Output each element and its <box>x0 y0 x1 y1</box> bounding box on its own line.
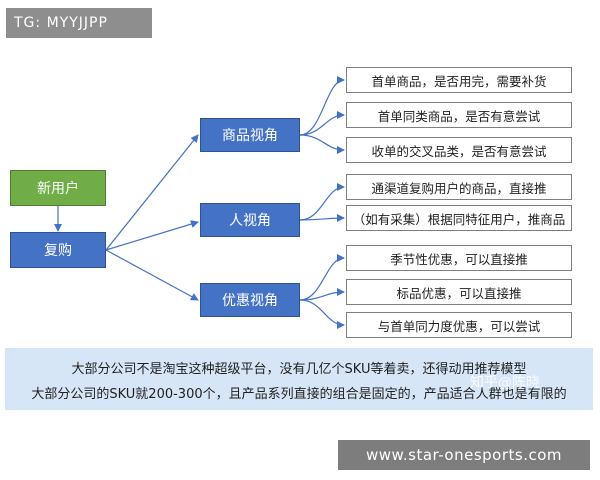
curve-person-1 <box>299 183 345 221</box>
node-product-view: 商品视角 <box>200 118 300 152</box>
curve-discount-2 <box>299 288 345 301</box>
summary-banner: 大部分公司不是淘宝这种超级平台，没有几亿个SKU等着卖，还得动用推荐模型 大部分… <box>5 348 593 410</box>
curve-product-1 <box>299 76 345 136</box>
node-discount-view: 优惠视角 <box>200 283 300 317</box>
curve-person-2 <box>299 214 345 223</box>
leaf-product-3: 收单的交叉品类，是否有意尝试 <box>346 137 572 163</box>
leaf-person-1: 通渠道复购用户的商品，直接推 <box>346 174 572 200</box>
leaf-product-2: 首单同类商品，是否有意尝试 <box>346 102 572 128</box>
banner-line-1: 大部分公司不是淘宝这种超级平台，没有几亿个SKU等着卖，还得动用推荐模型 <box>71 362 527 377</box>
node-person-view: 人视角 <box>200 203 300 237</box>
leaf-discount-2: 标品优惠，可以直接推 <box>346 279 572 305</box>
tg-label: TG: MYYJJPP <box>6 8 152 38</box>
leaf-product-1: 首单商品，是否用完，需要补货 <box>346 67 572 93</box>
site-url-label: www.star-onesports.com <box>338 440 590 470</box>
leaf-person-2: （如有采集）根据同特征用户，推商品 <box>346 205 572 231</box>
node-new-user: 新用户 <box>10 170 106 206</box>
curve-product-2 <box>299 111 345 136</box>
curve-product-3 <box>299 134 345 154</box>
arrow-repurchase-to-person <box>105 220 199 251</box>
node-repurchase: 复购 <box>10 232 106 268</box>
arrow-repurchase-to-product <box>105 134 199 251</box>
arrow-repurchase-to-discount <box>105 249 199 301</box>
leaf-discount-3: 与首单同力度优惠，可以尝试 <box>346 312 572 338</box>
watermark: 知乎@陈晓 <box>470 375 540 391</box>
curve-discount-3 <box>299 299 345 329</box>
curve-discount-1 <box>299 254 345 301</box>
leaf-discount-1: 季节性优惠，可以直接推 <box>346 245 572 271</box>
banner-line-2: 大部分公司的SKU就200-300个，且产品系列直接的组合是固定的，产品适合人群… <box>31 387 567 402</box>
